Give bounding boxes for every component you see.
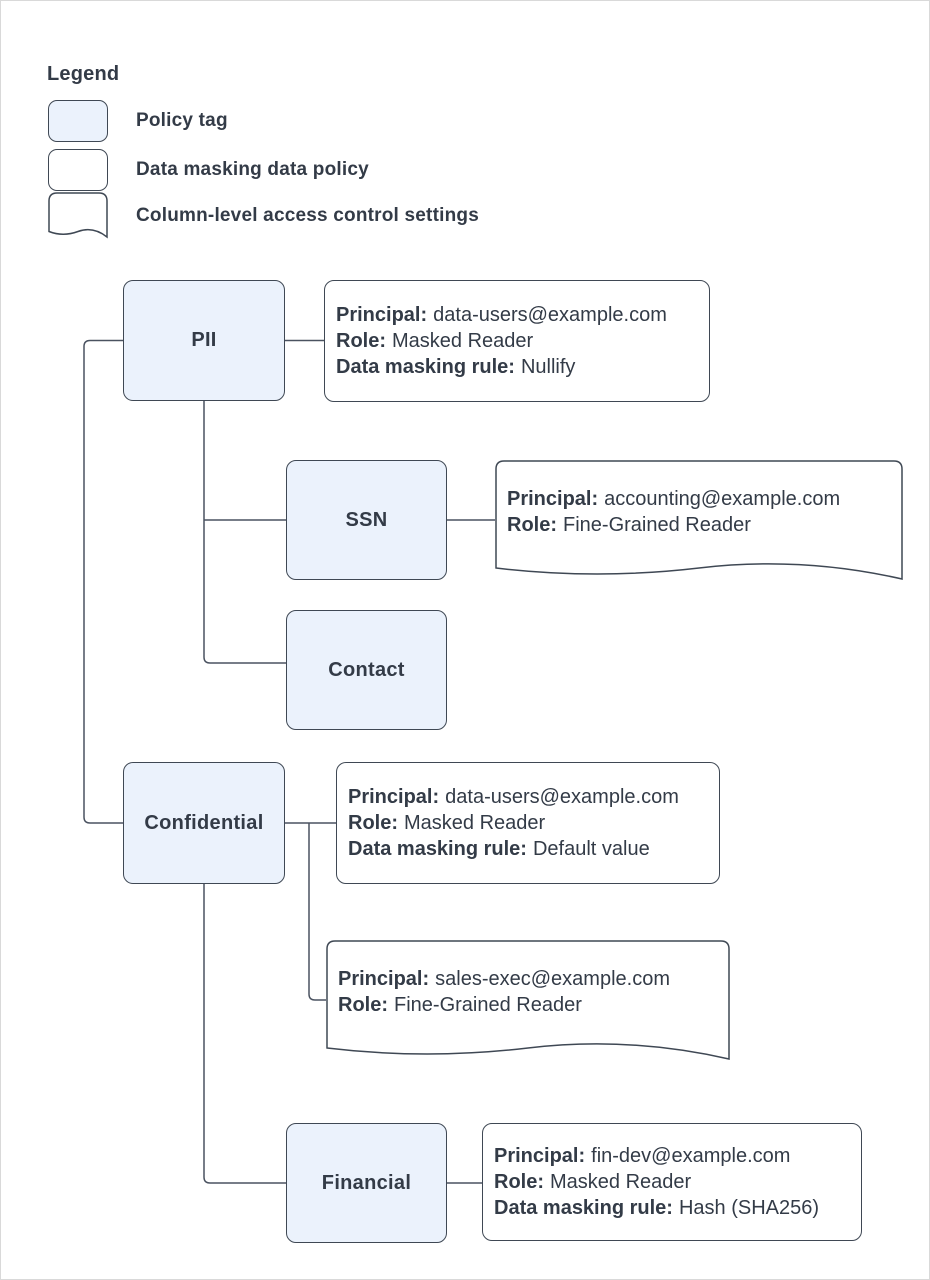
policy-tag-label: PII <box>191 329 217 351</box>
policy-tag-confidential: Confidential <box>123 762 285 884</box>
connector-trunk-pii-confidential <box>83 339 123 824</box>
policy-tag-financial: Financial <box>286 1123 447 1243</box>
legend-item-column-access: Column-level access control settings <box>48 192 479 240</box>
policy-row: Data masking rule:Hash (SHA256) <box>494 1197 820 1219</box>
connector-confidential-access-policy <box>308 823 326 1001</box>
policy-tag-label: SSN <box>345 508 388 531</box>
legend-item-data-masking-policy: Data masking data policy <box>48 147 369 193</box>
document-shape <box>326 940 730 1060</box>
column-access-swatch-icon <box>48 192 108 240</box>
policy-row: Role:Fine-Grained Reader <box>507 514 751 536</box>
policy-tag-pii: PII <box>123 280 285 401</box>
policy-tag-contact: Contact <box>286 610 447 730</box>
legend-item-label: Policy tag <box>136 110 228 131</box>
policy-tag-ssn: SSN <box>286 460 447 580</box>
policy-tag-label: Confidential <box>144 811 264 834</box>
data-masking-policy-confidential: Principal:data-users@example.com Role:Ma… <box>336 762 720 884</box>
policy-row: Role:Masked Reader <box>494 1171 692 1193</box>
policy-tag-label: Contact <box>328 658 405 681</box>
legend-item-label: Column-level access control settings <box>136 205 479 226</box>
policy-row: Principal:data-users@example.com <box>348 786 679 808</box>
connector-confidential-financial <box>203 884 286 1184</box>
policy-tag-swatch-icon <box>48 100 108 142</box>
column-access-settings-confidential: Principal:sales-exec@example.com Role:Fi… <box>326 940 730 1066</box>
legend-item-label: Data masking data policy <box>136 159 369 180</box>
policy-row: Principal:accounting@example.com <box>507 488 841 510</box>
policy-row: Principal:fin-dev@example.com <box>494 1145 791 1167</box>
policy-row: Data masking rule:Nullify <box>336 356 576 378</box>
connector-pii-contact <box>203 401 286 664</box>
policy-row: Role:Fine-Grained Reader <box>338 994 582 1016</box>
data-masking-policy-swatch-icon <box>48 149 108 191</box>
policy-row: Principal:sales-exec@example.com <box>338 968 670 990</box>
legend-title: Legend <box>47 63 120 85</box>
data-masking-policy-financial: Principal:fin-dev@example.com Role:Maske… <box>482 1123 862 1241</box>
policy-row: Data masking rule:Default value <box>348 838 650 860</box>
policy-row: Role:Masked Reader <box>348 812 546 834</box>
data-masking-policy-pii: Principal:data-users@example.com Role:Ma… <box>324 280 710 402</box>
policy-row: Principal:data-users@example.com <box>336 304 667 326</box>
policy-row: Role:Masked Reader <box>336 330 534 352</box>
policy-tag-label: Financial <box>321 1171 412 1194</box>
legend-item-policy-tag: Policy tag <box>48 98 228 144</box>
column-access-settings-ssn: Principal:accounting@example.com Role:Fi… <box>495 460 903 586</box>
document-shape <box>495 460 903 580</box>
